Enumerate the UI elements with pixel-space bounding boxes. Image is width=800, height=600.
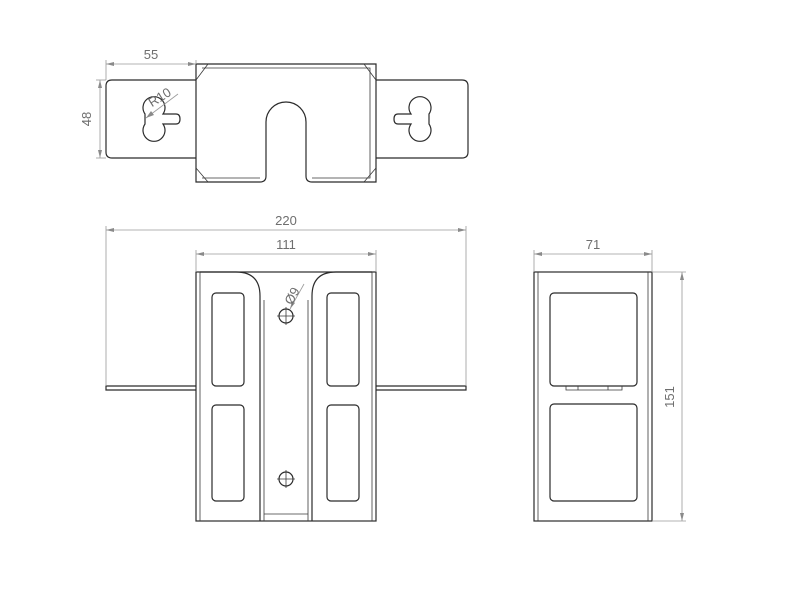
dimension-48: 48 bbox=[79, 79, 106, 159]
front-hole-lower bbox=[277, 470, 295, 488]
left-keyhole bbox=[142, 96, 181, 142]
dimension-111: 111 bbox=[195, 237, 377, 272]
top-center-body bbox=[195, 63, 377, 183]
front-left-flange bbox=[105, 385, 196, 391]
dim-label-48: 48 bbox=[79, 112, 94, 126]
front-hole-upper bbox=[277, 307, 295, 325]
dim-label-r10: R10 bbox=[146, 85, 174, 110]
front-left-panel bbox=[200, 271, 261, 521]
side-body bbox=[533, 271, 653, 522]
dim-label-220: 220 bbox=[275, 213, 297, 228]
front-view bbox=[105, 271, 467, 522]
dim-label-d9: Ø9 bbox=[281, 285, 302, 307]
dim-label-151: 151 bbox=[662, 386, 677, 408]
top-left-ear bbox=[105, 79, 196, 159]
dimension-55: 55 bbox=[105, 47, 197, 80]
dim-label-111: 111 bbox=[276, 237, 296, 252]
top-right-ear bbox=[376, 79, 469, 159]
dim-label-55: 55 bbox=[144, 47, 158, 62]
dimension-d9: Ø9 bbox=[281, 283, 305, 310]
dim-label-71: 71 bbox=[586, 237, 600, 252]
top-chamfers bbox=[195, 63, 377, 183]
front-window-right-lower bbox=[326, 404, 360, 502]
side-flange-edge bbox=[565, 386, 623, 391]
front-window-left-lower bbox=[211, 404, 245, 502]
front-right-panel bbox=[311, 271, 372, 521]
side-window-upper bbox=[549, 292, 638, 387]
top-inner-border bbox=[202, 67, 371, 179]
side-view bbox=[533, 271, 653, 522]
top-view bbox=[105, 63, 469, 183]
right-keyhole bbox=[393, 96, 432, 142]
dimension-151: 151 bbox=[652, 271, 686, 522]
side-window-lower bbox=[549, 403, 638, 502]
dimension-220: 220 bbox=[105, 213, 467, 386]
dimension-71: 71 bbox=[533, 237, 653, 272]
front-body bbox=[195, 271, 377, 522]
front-window-left-upper bbox=[211, 292, 245, 387]
dimension-r10: R10 bbox=[146, 85, 179, 119]
front-window-right-upper bbox=[326, 292, 360, 387]
front-right-flange bbox=[376, 385, 467, 391]
